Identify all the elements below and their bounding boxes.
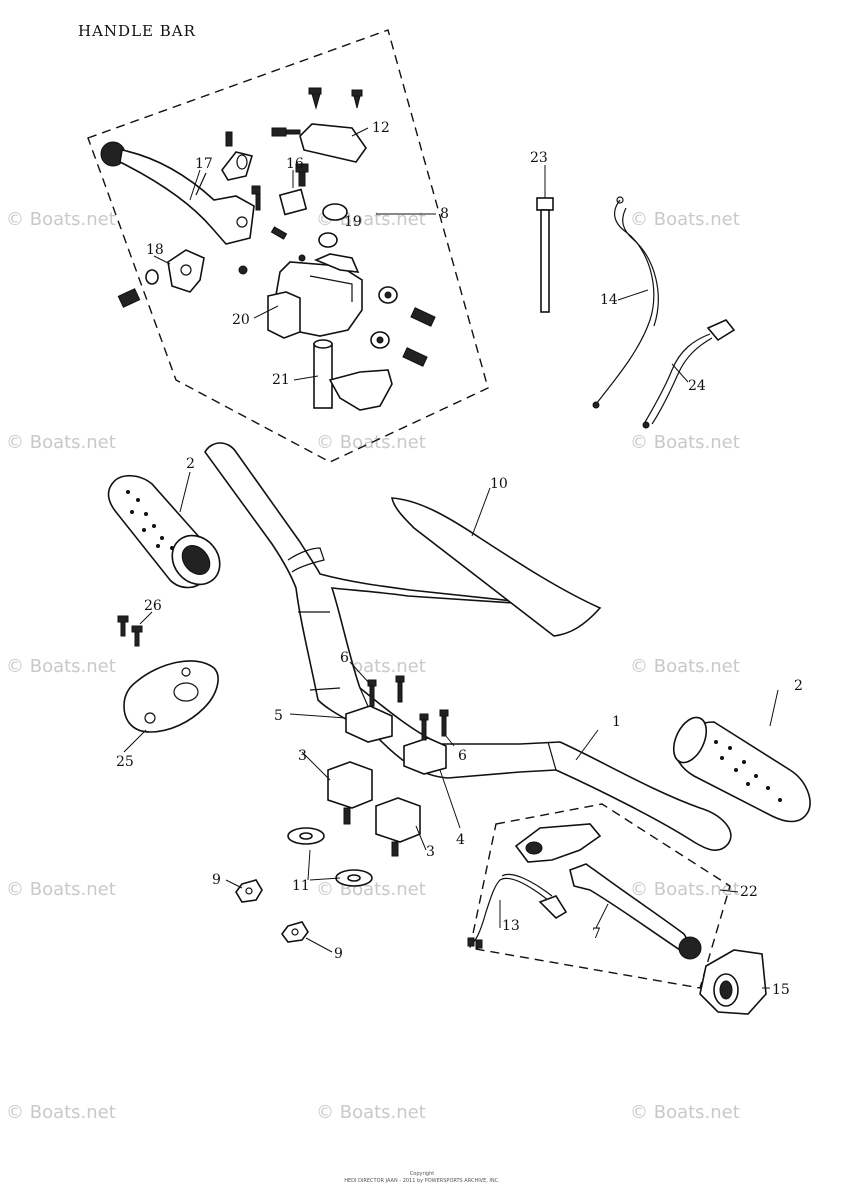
nuts-9: [235, 879, 309, 943]
wire-harness-24: [642, 319, 736, 429]
lever-holder-18: [167, 249, 205, 293]
watermark: © Boats.net: [630, 432, 740, 453]
callout-13: 13: [502, 918, 520, 934]
callout-14: 14: [600, 292, 618, 308]
watermark: © Boats.net: [6, 656, 116, 677]
watermark: © Boats.net: [6, 209, 116, 230]
callout-2-left: 2: [186, 456, 195, 472]
callout-20: 20: [232, 312, 250, 328]
callout-10: 10: [490, 476, 508, 492]
callout-9-upper: 9: [212, 872, 221, 888]
upper-holder-5: [345, 675, 449, 775]
callout-6-lower: 6: [458, 748, 467, 764]
watermark: © Boats.net: [630, 209, 740, 230]
watermark-layer: © Boats.net © Boats.net © Boats.net © Bo…: [6, 209, 740, 1123]
watermark: © Boats.net: [316, 1102, 426, 1123]
bolts-26: [117, 615, 143, 647]
callout-16: 16: [286, 156, 304, 172]
callout-23: 23: [530, 150, 548, 166]
master-cylinder-20: [267, 253, 363, 339]
callout-21: 21: [272, 372, 290, 388]
callout-15: 15: [772, 982, 790, 998]
callout-12: 12: [372, 120, 390, 136]
callout-26: 26: [144, 598, 162, 614]
diagram-title: HANDLE BAR: [78, 22, 196, 40]
clutch-bracket: [514, 823, 602, 863]
callout-5: 5: [274, 708, 283, 724]
brake-switch-cable-14: [592, 196, 659, 409]
clutch-lever-7: [569, 863, 702, 960]
washers-11: [287, 827, 373, 887]
assembly-8-dashed-outline: [87, 29, 489, 463]
callout-25: 25: [116, 754, 134, 770]
callout-6-upper: 6: [340, 650, 349, 666]
watermark: © Boats.net: [6, 432, 116, 453]
callout-2-right: 2: [794, 678, 803, 694]
throttle-housing-15: [699, 949, 767, 1015]
copyright-line: HEDI DIRECTOR JAAN - 2011 by POWERSPORTS…: [344, 1178, 500, 1184]
small-hardware-group: [117, 87, 436, 367]
lower-holder-3: [327, 761, 421, 857]
plate-25: [123, 660, 219, 733]
callout-11: 11: [292, 878, 310, 894]
callout-17: 17: [195, 156, 213, 172]
watermark: © Boats.net: [6, 1102, 116, 1123]
callout-labels: 12 17 16 19 8 18 20 21 23 14 24 2 10 26 …: [116, 120, 803, 998]
watermark: © Boats.net: [316, 432, 426, 453]
callout-8: 8: [440, 206, 449, 222]
grip-2-right: [672, 716, 811, 823]
handlebar-1: [204, 442, 732, 852]
callout-3-upper: 3: [298, 748, 307, 764]
copyright-heading: Copyright: [410, 1171, 434, 1177]
callout-22: 22: [740, 884, 758, 900]
watermark: © Boats.net: [316, 879, 426, 900]
watermark: © Boats.net: [630, 879, 740, 900]
callout-18: 18: [146, 242, 164, 258]
watermark: © Boats.net: [6, 879, 116, 900]
brake-lever-17: [100, 141, 255, 245]
callout-9-lower: 9: [334, 946, 343, 962]
callout-1: 1: [612, 714, 621, 730]
callout-7: 7: [592, 926, 601, 942]
watermark: © Boats.net: [630, 656, 740, 677]
callout-4: 4: [456, 832, 465, 848]
callout-19: 19: [344, 214, 362, 230]
callout-24: 24: [688, 378, 706, 394]
callout-3-lower: 3: [426, 844, 435, 860]
leader-lines: [123, 127, 779, 989]
clutch-switch-13: [467, 873, 568, 949]
hose-fitting-21: [313, 339, 393, 411]
watermark: © Boats.net: [630, 1102, 740, 1123]
assembly-22-dashed-outline: [469, 803, 731, 989]
grip-2-left: [107, 474, 221, 589]
cable-tie-23: [536, 197, 554, 313]
handlebar-pad-10: [391, 497, 602, 637]
